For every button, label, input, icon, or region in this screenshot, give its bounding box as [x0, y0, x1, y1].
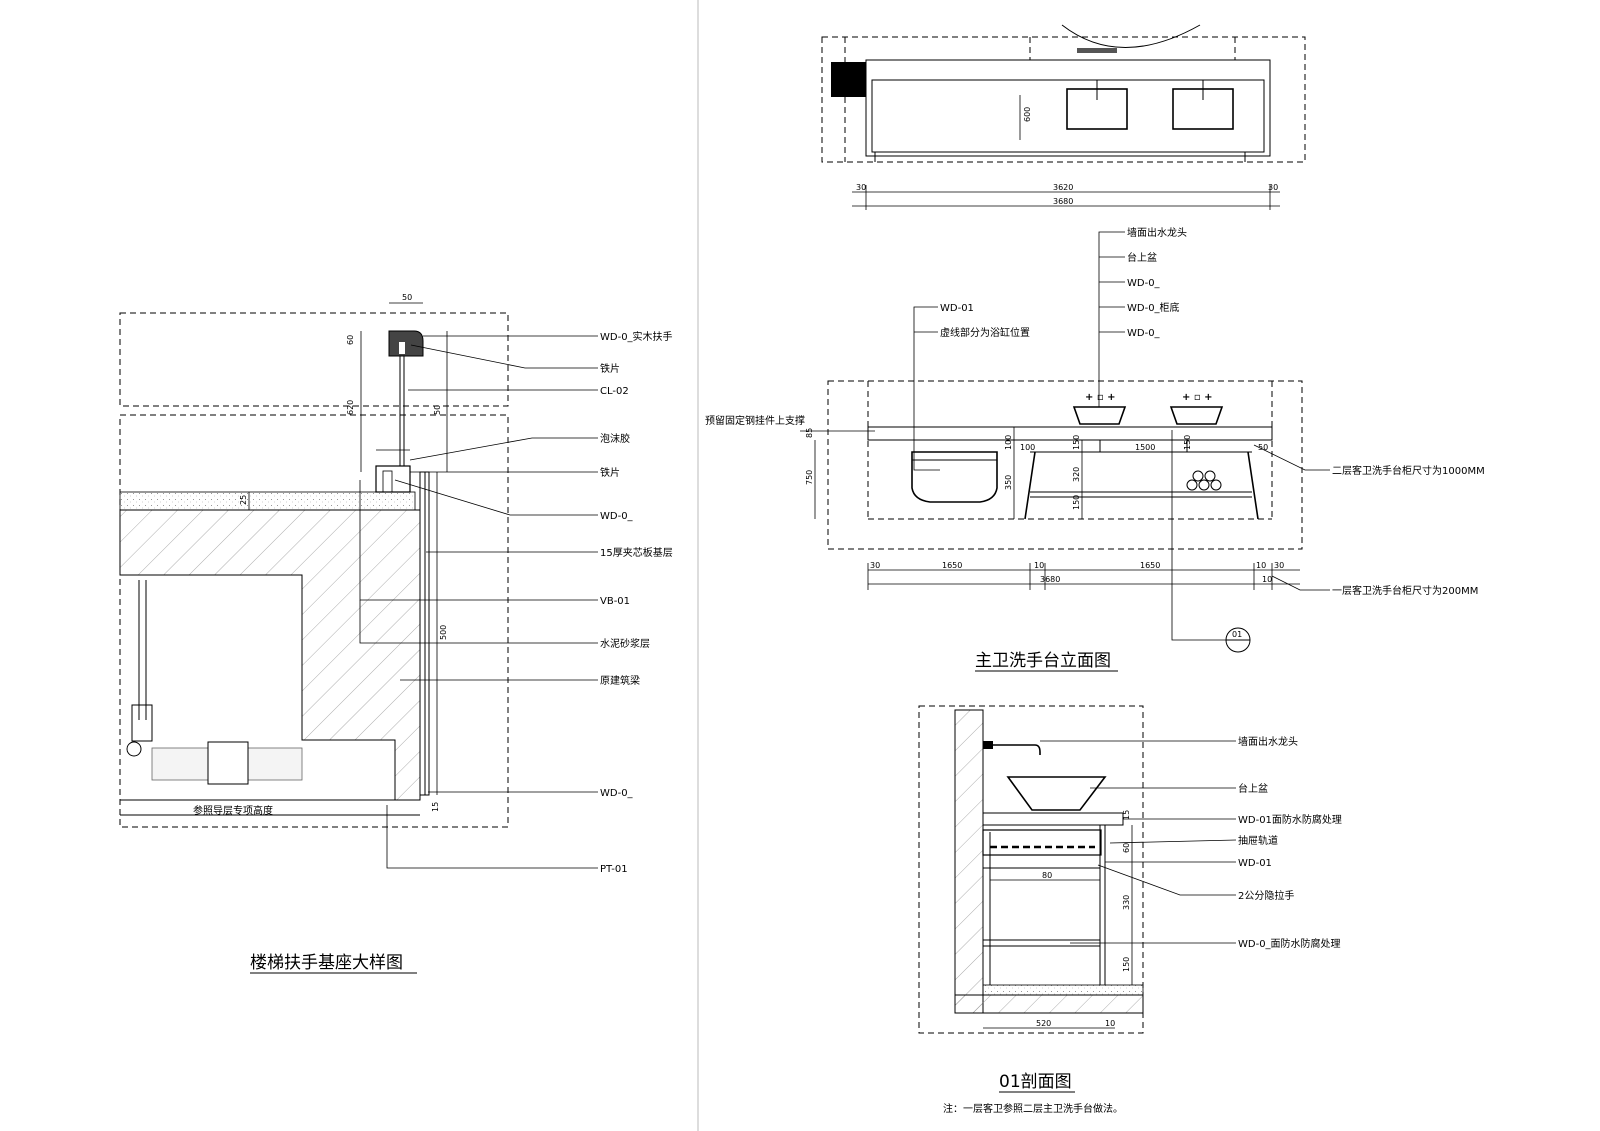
elevation-title: 主卫洗手台立面图 [975, 651, 1111, 671]
elev-dim-h-e: 1500 [1135, 443, 1155, 452]
elev-dim-bottom-left: 30 [870, 561, 880, 570]
label-board-base: 15厚夹芯板基层 [600, 546, 673, 559]
label-mortar: 水泥砂浆层 [600, 637, 650, 650]
dim-60: 60 [346, 335, 355, 345]
label-wd-mid: WD-0_ [600, 511, 634, 522]
sec-dim-h-d: 15 [1122, 810, 1131, 820]
elev-dim-overall: 3680 [1040, 575, 1060, 584]
sec-callout-rail: 抽屉轨道 [1238, 834, 1278, 847]
label-structure: 原建筑梁 [600, 674, 640, 687]
elev-dim-height: 750 [805, 470, 814, 485]
dim-620: 620 [346, 400, 355, 415]
elev-dim-h-top: 50 [1258, 443, 1268, 452]
vanity-elevation: + ▫ + + ▫ + [705, 226, 1485, 672]
elev-callout-wd-b: WD-0_柜底 [1127, 301, 1180, 314]
sec-callout-wd-mid: WD-01 [1238, 858, 1272, 869]
vanity-top-plan: 30 3620 30 3680 600 [821, 24, 1306, 210]
elev-callout-wd-left: WD-01 [940, 303, 974, 314]
elev-dim-h-mid: 350 [1004, 475, 1013, 490]
handrail-base-detail: 50 60 620 50 25 500 15 WD-0_实木扶手 铁片 CL-0… [119, 293, 673, 974]
sec-dim-h-c: 150 [1122, 957, 1131, 972]
svg-text:+ ▫ +: + ▫ + [1085, 392, 1116, 403]
dim-25: 25 [239, 495, 248, 505]
elev-dim-small-a: 10 [1034, 561, 1044, 570]
elev-dim-h-a: 100 [1004, 435, 1013, 450]
elev-dim-h-d: 150 [1072, 495, 1081, 510]
elev-dim-a: 1650 [942, 561, 962, 570]
elev-dim-h-left: 85 [805, 428, 814, 438]
label-cl02: CL-02 [600, 386, 629, 397]
sec-callout-wd-top: WD-01面防水防腐处理 [1238, 813, 1342, 826]
dim-15: 15 [431, 802, 440, 812]
sec-callout-faucet: 墙面出水龙头 [1238, 735, 1298, 748]
elev-dim-h-b: 150 [1072, 435, 1081, 450]
elev-callout-wd-c: WD-0_ [1127, 328, 1161, 339]
svg-text:+ ▫ +: + ▫ + [1182, 392, 1213, 403]
section-note: 注：一层客卫参照二层主卫洗手台做法。 [943, 1102, 1123, 1115]
dim-50: 50 [402, 293, 412, 302]
sec-dim-inner: 80 [1042, 871, 1052, 880]
plan-dim-outer: 3680 [1053, 197, 1073, 206]
elev-callout-basin: 台上盆 [1127, 251, 1157, 264]
label-iron-plate-top: 铁片 [600, 362, 620, 375]
label-pt01: PT-01 [600, 864, 628, 875]
section-mark: 01 [1232, 630, 1242, 639]
elev-callout-wd-a: WD-0_ [1127, 278, 1161, 289]
elev-dim-right: 30 [1274, 561, 1284, 570]
elev-dim-small-c: 10 [1262, 575, 1272, 584]
sec-dim-h-b: 330 [1122, 895, 1131, 910]
note-bottom: 参照导层专项高度 [193, 804, 273, 817]
label-wd-bottom: WD-0_ [600, 788, 634, 799]
label-vb01: VB-01 [600, 596, 630, 607]
sec-dim-width: 520 [1036, 1019, 1051, 1028]
elev-note-right-2: 一层客卫洗手台柜尺寸为200MM [1332, 584, 1478, 597]
elev-callout-hook: 预留固定钢挂件上支撑 [705, 414, 805, 427]
dim-50b: 50 [433, 405, 442, 415]
label-iron-plate-mid: 铁片 [600, 466, 620, 479]
sec-callout-basin: 台上盆 [1238, 782, 1268, 795]
sec-callout-wd-bottom: WD-0_面防水防腐处理 [1238, 937, 1341, 950]
elev-dim-h-f: 150 [1183, 435, 1192, 450]
label-wd-handrail: WD-0_实木扶手 [600, 330, 673, 343]
elev-callout-faucet: 墙面出水龙头 [1127, 226, 1187, 239]
plan-dim-left: 30 [856, 183, 866, 192]
plan-dim-right: 30 [1268, 183, 1278, 192]
label-foam-tape: 泡沫胶 [600, 432, 630, 445]
elev-note-right-1: 二层客卫洗手台柜尺寸为1000MM [1332, 464, 1485, 477]
dim-500: 500 [439, 625, 448, 640]
elev-dim-b: 1650 [1140, 561, 1160, 570]
elev-dim-h-left2: 100 [1020, 443, 1035, 452]
plan-dim-height: 600 [1023, 107, 1032, 122]
elev-callout-dotted: 虚线部分为浴缸位置 [940, 326, 1030, 339]
sec-callout-handle: 2公分隐拉手 [1238, 889, 1294, 902]
sec-dim-right: 10 [1105, 1019, 1115, 1028]
sec-dim-h-a: 60 [1122, 843, 1131, 853]
plan-dim-inner: 3620 [1053, 183, 1073, 192]
section-title: 01剖面图 [999, 1072, 1072, 1092]
section-01: 墙面出水龙头 台上盆 WD-01面防水防腐处理 抽屉轨道 WD-01 2公分隐拉… [918, 705, 1342, 1115]
left-detail-title: 楼梯扶手基座大样图 [250, 953, 403, 973]
elev-dim-small-b: 10 [1256, 561, 1266, 570]
elev-dim-h-c: 320 [1072, 467, 1081, 482]
